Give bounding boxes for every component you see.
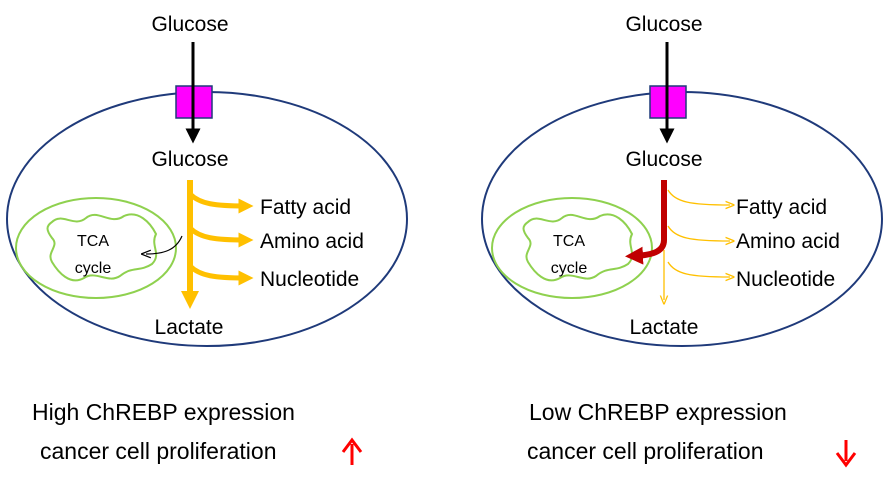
product-nucleotide: Nucleotide (736, 268, 835, 291)
tca-label-line2: cycle (75, 260, 112, 277)
mitochondrion-cristae (46, 213, 158, 282)
panel-high-chrebp: Glucose Glucose TCA cycle Fatty acid Ami… (6, 13, 408, 465)
mitochondrion-cristae (522, 213, 634, 282)
caption-proliferation: cancer cell proliferation (527, 438, 764, 464)
flux-fatty-acid-arrow (188, 192, 254, 214)
glucose-inside-label: Glucose (151, 148, 228, 171)
down-arrow-icon (835, 440, 857, 468)
caption-expression: Low ChREBP expression (529, 399, 787, 425)
glucose-outside-label: Glucose (625, 13, 702, 36)
glucose-outside-label: Glucose (151, 13, 228, 36)
flux-tca-arrow (146, 235, 183, 254)
panel-low-chrebp: Glucose Glucose TCA cycle Fatty acid Ami… (481, 13, 883, 468)
flux-nucleotide-arrow (667, 261, 730, 277)
product-fatty-acid: Fatty acid (736, 196, 827, 219)
caption-proliferation: cancer cell proliferation (40, 438, 277, 464)
tca-label-line1: TCA (77, 233, 109, 250)
product-amino-acid: Amino acid (260, 230, 364, 253)
product-nucleotide: Nucleotide (260, 268, 359, 291)
product-amino-acid: Amino acid (736, 230, 840, 253)
mitochondrion (491, 197, 653, 299)
tca-label-line2: cycle (551, 260, 588, 277)
glucose-inside-label: Glucose (625, 148, 702, 171)
up-arrow-icon (341, 437, 363, 465)
caption-expression: High ChREBP expression (32, 399, 295, 425)
flux-amino-acid-arrow (188, 226, 254, 248)
lactate-label: Lactate (155, 316, 224, 339)
flux-fatty-acid-arrow (667, 189, 730, 205)
flux-tca-arrow (625, 180, 667, 265)
flux-amino-acid-arrow (667, 225, 730, 241)
product-fatty-acid: Fatty acid (260, 196, 351, 219)
tca-label-line1: TCA (553, 233, 585, 250)
mitochondrion (15, 197, 177, 299)
lactate-label: Lactate (630, 316, 699, 339)
flux-nucleotide-arrow (188, 264, 254, 286)
